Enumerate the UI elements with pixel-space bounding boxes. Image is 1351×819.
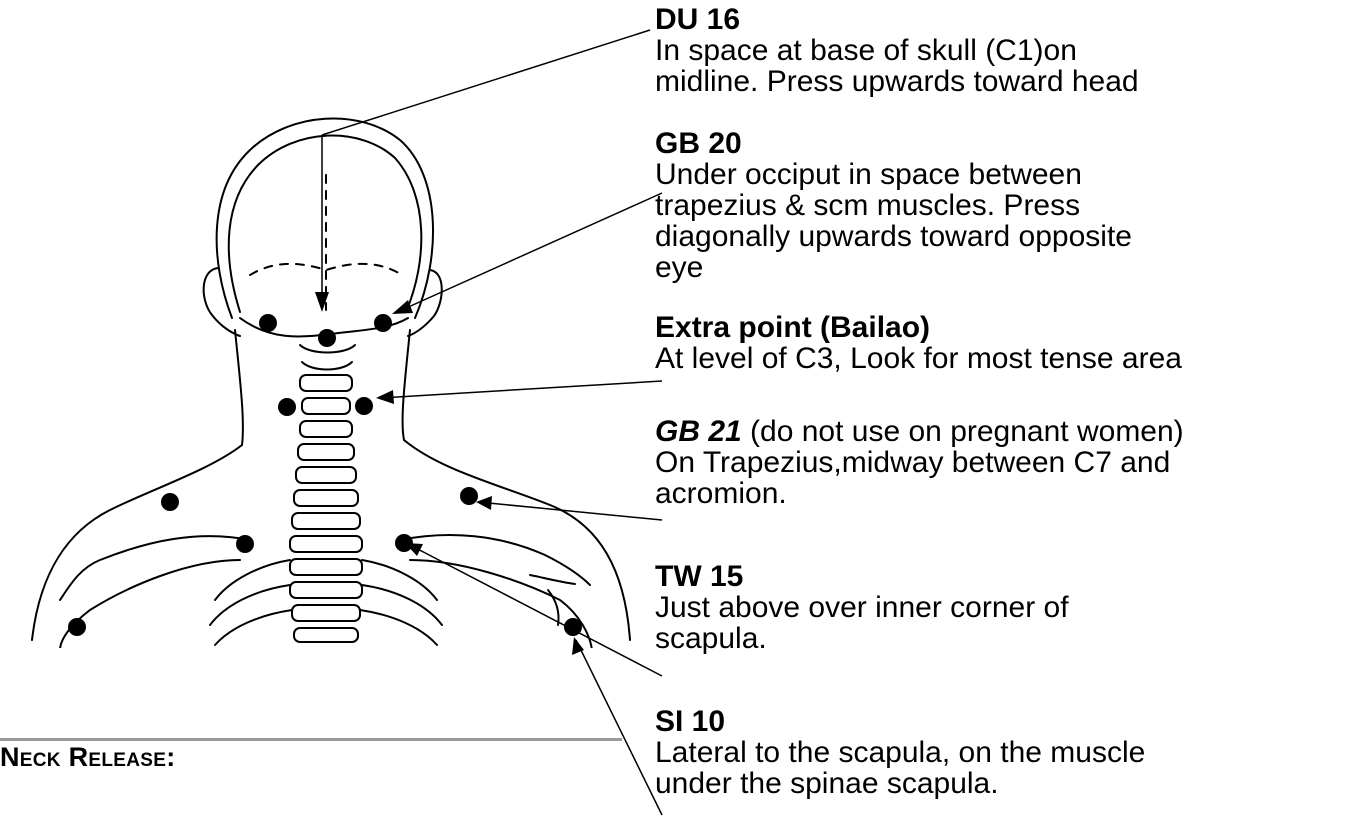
note-line: trapezius & scm muscles. Press	[655, 190, 1132, 221]
extra-leader	[380, 381, 662, 398]
note-line: eye	[655, 252, 1132, 283]
point-gb20-left	[259, 314, 277, 332]
left-shoulder	[32, 445, 242, 640]
point-tw15-left	[236, 535, 254, 553]
note-title: TW 15	[655, 561, 1069, 592]
note-du16: DU 16 In space at base of skull (C1)on m…	[655, 4, 1139, 97]
extra-arrowhead	[376, 390, 394, 404]
ribs	[210, 560, 442, 645]
note-line: diagonally upwards toward opposite	[655, 221, 1132, 252]
point-gb20-right	[374, 314, 392, 332]
si10-leader	[576, 640, 662, 815]
note-line: scapula.	[655, 623, 1069, 654]
left-clavicle	[60, 536, 250, 600]
neck-right	[403, 330, 410, 440]
right-scapula	[410, 560, 592, 650]
note-title-row: GB 21 (do not use on pregnant women)	[655, 416, 1184, 447]
right-shoulder	[404, 440, 630, 640]
note-line: acromion.	[655, 478, 1184, 509]
note-title: Extra point (Bailao)	[655, 312, 1182, 343]
note-tw15: TW 15 Just above over inner corner of sc…	[655, 561, 1069, 654]
neck-left	[235, 330, 243, 445]
point-si10-right	[564, 618, 582, 636]
point-du16	[318, 329, 336, 347]
note-gb20: GB 20 Under occiput in space between tra…	[655, 128, 1132, 283]
note-line: On Trapezius,midway between C7 and	[655, 447, 1184, 478]
note-line: Under occiput in space between	[655, 159, 1132, 190]
point-gb21-left	[161, 493, 179, 511]
right-acromion	[530, 575, 575, 625]
du16-leader	[322, 30, 650, 135]
left-ear	[204, 268, 240, 336]
note-line: Just above over inner corner of	[655, 592, 1069, 623]
point-gb21-right	[460, 487, 478, 505]
point-extra-right	[355, 397, 373, 415]
note-title-suffix: (do not use on pregnant women)	[742, 415, 1184, 448]
note-title: DU 16	[655, 4, 1139, 35]
note-title: GB 20	[655, 128, 1132, 159]
spine	[290, 345, 362, 642]
note-gb21: GB 21 (do not use on pregnant women) On …	[655, 416, 1184, 509]
gb20-leader	[395, 193, 662, 313]
gb21-arrowhead	[476, 496, 492, 510]
note-line: At level of C3, Look for most tense area	[655, 343, 1182, 374]
point-tw15-right	[395, 534, 413, 552]
point-si10-left	[68, 618, 86, 636]
note-line: midline. Press upwards toward head	[655, 66, 1139, 97]
section-heading: Neck Release:	[0, 742, 176, 773]
note-title: GB 21	[655, 415, 742, 448]
note-title: SI 10	[655, 706, 1145, 737]
point-extra-left	[278, 398, 296, 416]
note-extra-point: Extra point (Bailao) At level of C3, Loo…	[655, 312, 1182, 374]
gb21-leader	[478, 502, 662, 520]
note-line: Lateral to the scapula, on the muscle	[655, 737, 1145, 768]
note-si10: SI 10 Lateral to the scapula, on the mus…	[655, 706, 1145, 799]
left-scapula	[60, 560, 240, 650]
tw15-leader	[408, 544, 662, 676]
note-line: In space at base of skull (C1)on	[655, 35, 1139, 66]
head-outline	[217, 118, 433, 318]
note-line: under the spinae scapula.	[655, 768, 1145, 799]
section-divider	[0, 738, 622, 741]
right-ear	[408, 270, 442, 336]
